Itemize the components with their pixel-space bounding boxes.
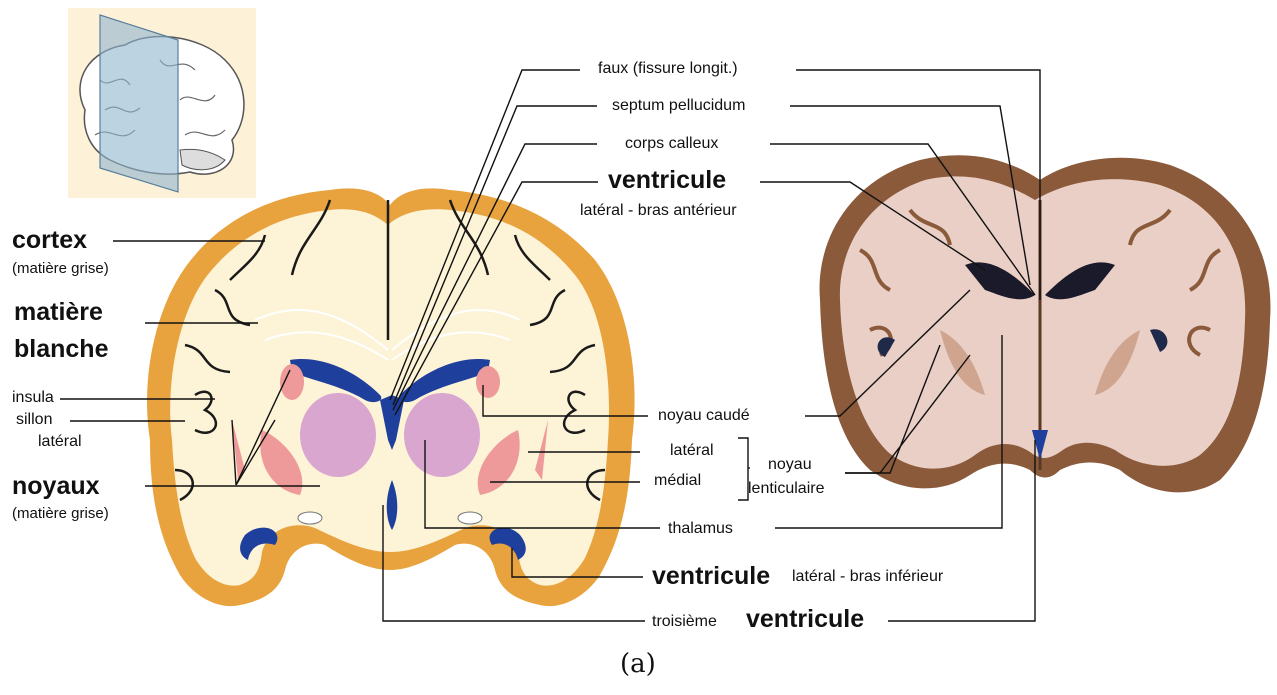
label-ventricule-inferieur-title: ventricule	[652, 562, 770, 590]
label-cortex-title: cortex	[12, 226, 87, 254]
label-lateral: latéral	[670, 442, 714, 460]
label-faux: faux (fissure longit.)	[598, 60, 738, 78]
label-sillon-line1: sillon	[16, 411, 52, 429]
label-troisieme-title: ventricule	[746, 605, 864, 633]
label-cortex-sub: (matière grise)	[12, 260, 109, 277]
label-ventricule-inferieur-sub: latéral - bras inférieur	[792, 568, 943, 586]
label-septum-pellucidum: septum pellucidum	[612, 97, 745, 115]
label-noyau-lent-line1: noyau	[768, 456, 812, 474]
label-thalamus: thalamus	[668, 520, 733, 538]
label-ventricule-anterieur-sub: latéral - bras antérieur	[580, 202, 737, 220]
label-matiere-line1: matière	[14, 298, 103, 326]
label-ventricule-anterieur-title: ventricule	[608, 166, 726, 194]
label-medial: médial	[654, 472, 701, 490]
label-noyaux-sub: (matière grise)	[12, 505, 109, 522]
label-troisieme-prefix: troisième	[652, 613, 717, 631]
label-matiere-line2: blanche	[14, 335, 108, 363]
label-sillon-line2: latéral	[38, 433, 82, 451]
label-noyau-caude: noyau caudé	[658, 407, 750, 425]
label-insula: insula	[12, 389, 54, 407]
label-noyaux-title: noyaux	[12, 472, 100, 500]
figure-caption: (a)	[620, 655, 656, 673]
label-noyau-lent-line2: lenticulaire	[748, 480, 824, 498]
brain-plane-icon	[68, 8, 256, 198]
label-corps-calleux: corps calleux	[625, 135, 718, 153]
